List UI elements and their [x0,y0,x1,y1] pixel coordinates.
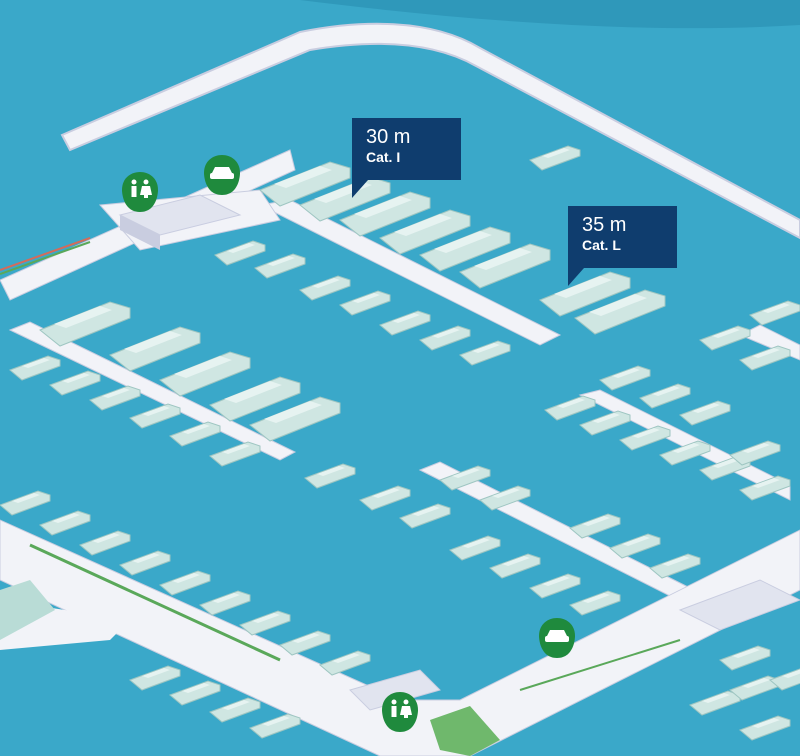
buildings [0,194,800,711]
parking-pin[interactable] [539,618,575,658]
car-icon [210,167,234,179]
car-icon [545,630,569,642]
berth-length: 35 m [582,214,627,236]
parking-pin[interactable] [204,155,240,195]
restroom-pin[interactable] [122,172,158,212]
restroom-pin[interactable] [382,692,418,732]
berth-length: 30 m [366,126,411,148]
restroom-icon [131,179,152,198]
restroom-icon [391,699,412,718]
berth-category: Cat. I [366,149,401,165]
berth-callout-35m[interactable]: 35 m Cat. L [568,206,677,286]
berth-category: Cat. L [582,237,621,253]
berth-callout-30m[interactable]: 30 m Cat. I [352,118,461,198]
breakwater [60,22,800,240]
